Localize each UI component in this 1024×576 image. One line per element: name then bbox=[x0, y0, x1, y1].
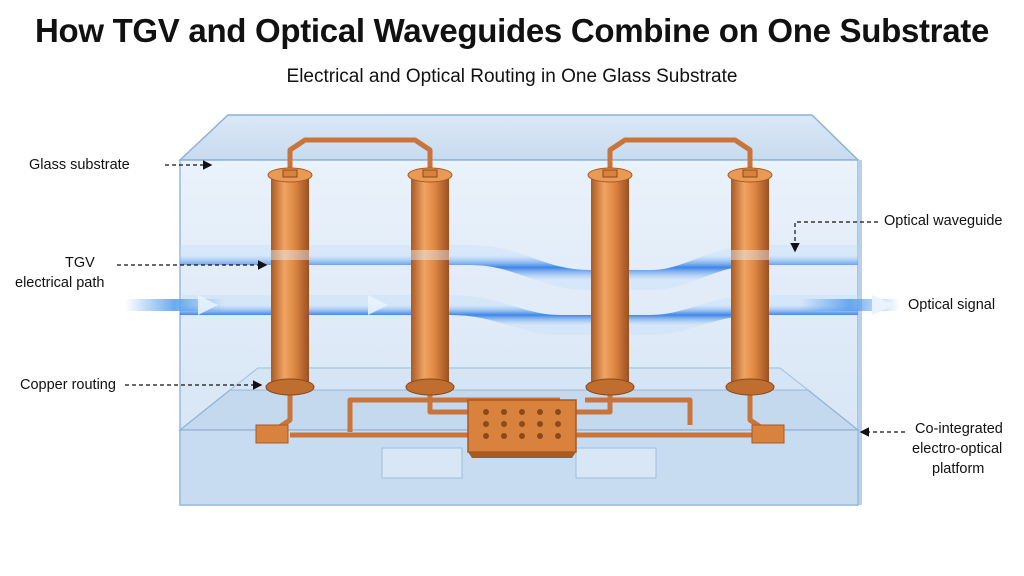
label-platform-line3: platform bbox=[932, 461, 985, 477]
label-platform-line1: Co-integrated bbox=[915, 421, 1003, 437]
right-copper-pad bbox=[751, 424, 785, 444]
tgv-pillar-4 bbox=[725, 167, 775, 396]
label-optical-signal: Optical signal bbox=[908, 297, 996, 313]
page-title: How TGV and Optical Waveguides Combine o… bbox=[34, 12, 990, 49]
label-copper-routing: Copper routing bbox=[20, 377, 116, 393]
central-bond-pad bbox=[467, 399, 577, 458]
label-glass-substrate: Glass substrate bbox=[29, 157, 130, 173]
tgv-pillar-2 bbox=[405, 167, 455, 396]
leader-lines bbox=[117, 160, 905, 437]
label-tgv-electrical-path: electrical path bbox=[15, 275, 105, 291]
label-tgv: TGV bbox=[65, 255, 95, 271]
label-optical-waveguide: Optical waveguide bbox=[884, 213, 1003, 229]
label-platform-line2: electro-optical bbox=[912, 441, 1003, 457]
tgv-pillar-1 bbox=[265, 167, 315, 396]
optical-signal-beams bbox=[125, 295, 900, 315]
tgv-pillar-3 bbox=[585, 167, 635, 396]
left-copper-pad bbox=[255, 424, 289, 444]
top-copper-bridges bbox=[287, 137, 753, 175]
page-subtitle: Electrical and Optical Routing in One Gl… bbox=[286, 66, 738, 87]
